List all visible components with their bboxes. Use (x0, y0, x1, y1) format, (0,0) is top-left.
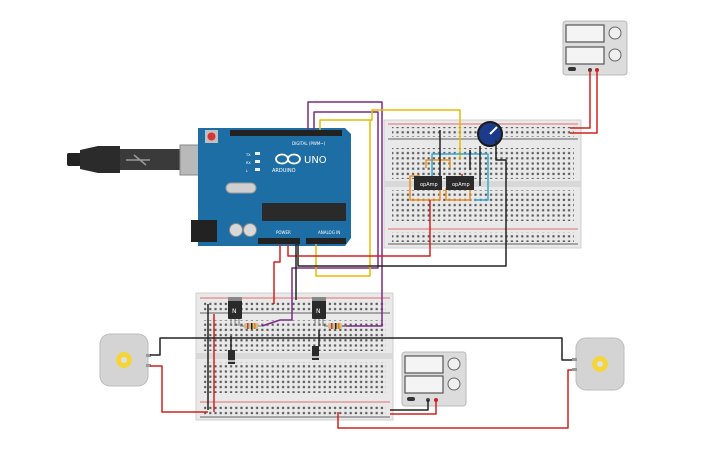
dc-motor-right[interactable] (572, 337, 625, 391)
opamp-ic-2[interactable]: opAmp (446, 176, 474, 190)
breadboard-bottom[interactable] (195, 292, 394, 421)
arduino-model: UNO (304, 155, 327, 166)
power-supply-bottom[interactable] (401, 351, 467, 407)
power-header-label: POWER (276, 230, 291, 235)
opamp-1-label: opAmp (420, 182, 438, 188)
usb-icon (126, 154, 150, 166)
analog-header-label: ANALOG IN (318, 230, 340, 235)
tx-label: TX (245, 153, 251, 157)
resistor-1[interactable] (240, 323, 262, 329)
usb-cable (67, 144, 203, 176)
potentiometer[interactable] (477, 121, 503, 147)
dc-motor-left[interactable] (99, 333, 151, 387)
arduino-logo-icon (275, 153, 301, 165)
transistor-2-label: N (316, 308, 321, 315)
power-supply-top[interactable] (562, 20, 628, 76)
transistor-2[interactable]: N (312, 297, 326, 326)
digital-header-label: DIGITAL (PWM~) (292, 141, 326, 146)
diode-2[interactable] (312, 346, 319, 360)
l-label: L (246, 169, 248, 173)
transistor-1-label: N (232, 308, 237, 315)
resistor-2[interactable] (324, 323, 346, 329)
transistor-1[interactable]: N (228, 297, 242, 326)
wires-top (273, 70, 598, 327)
rx-label: RX (246, 161, 251, 165)
opamp-2-label: opAmp (452, 182, 470, 188)
opamp-ic-1[interactable]: opAmp (414, 176, 442, 190)
arduino-uno-board[interactable]: UNO ARDUINO DIGITAL (PWM~) POWER ANALOG … (191, 128, 351, 246)
diode-1[interactable] (228, 350, 235, 364)
wires-bottom (150, 304, 572, 429)
arduino-brand: ARDUINO (272, 168, 296, 174)
